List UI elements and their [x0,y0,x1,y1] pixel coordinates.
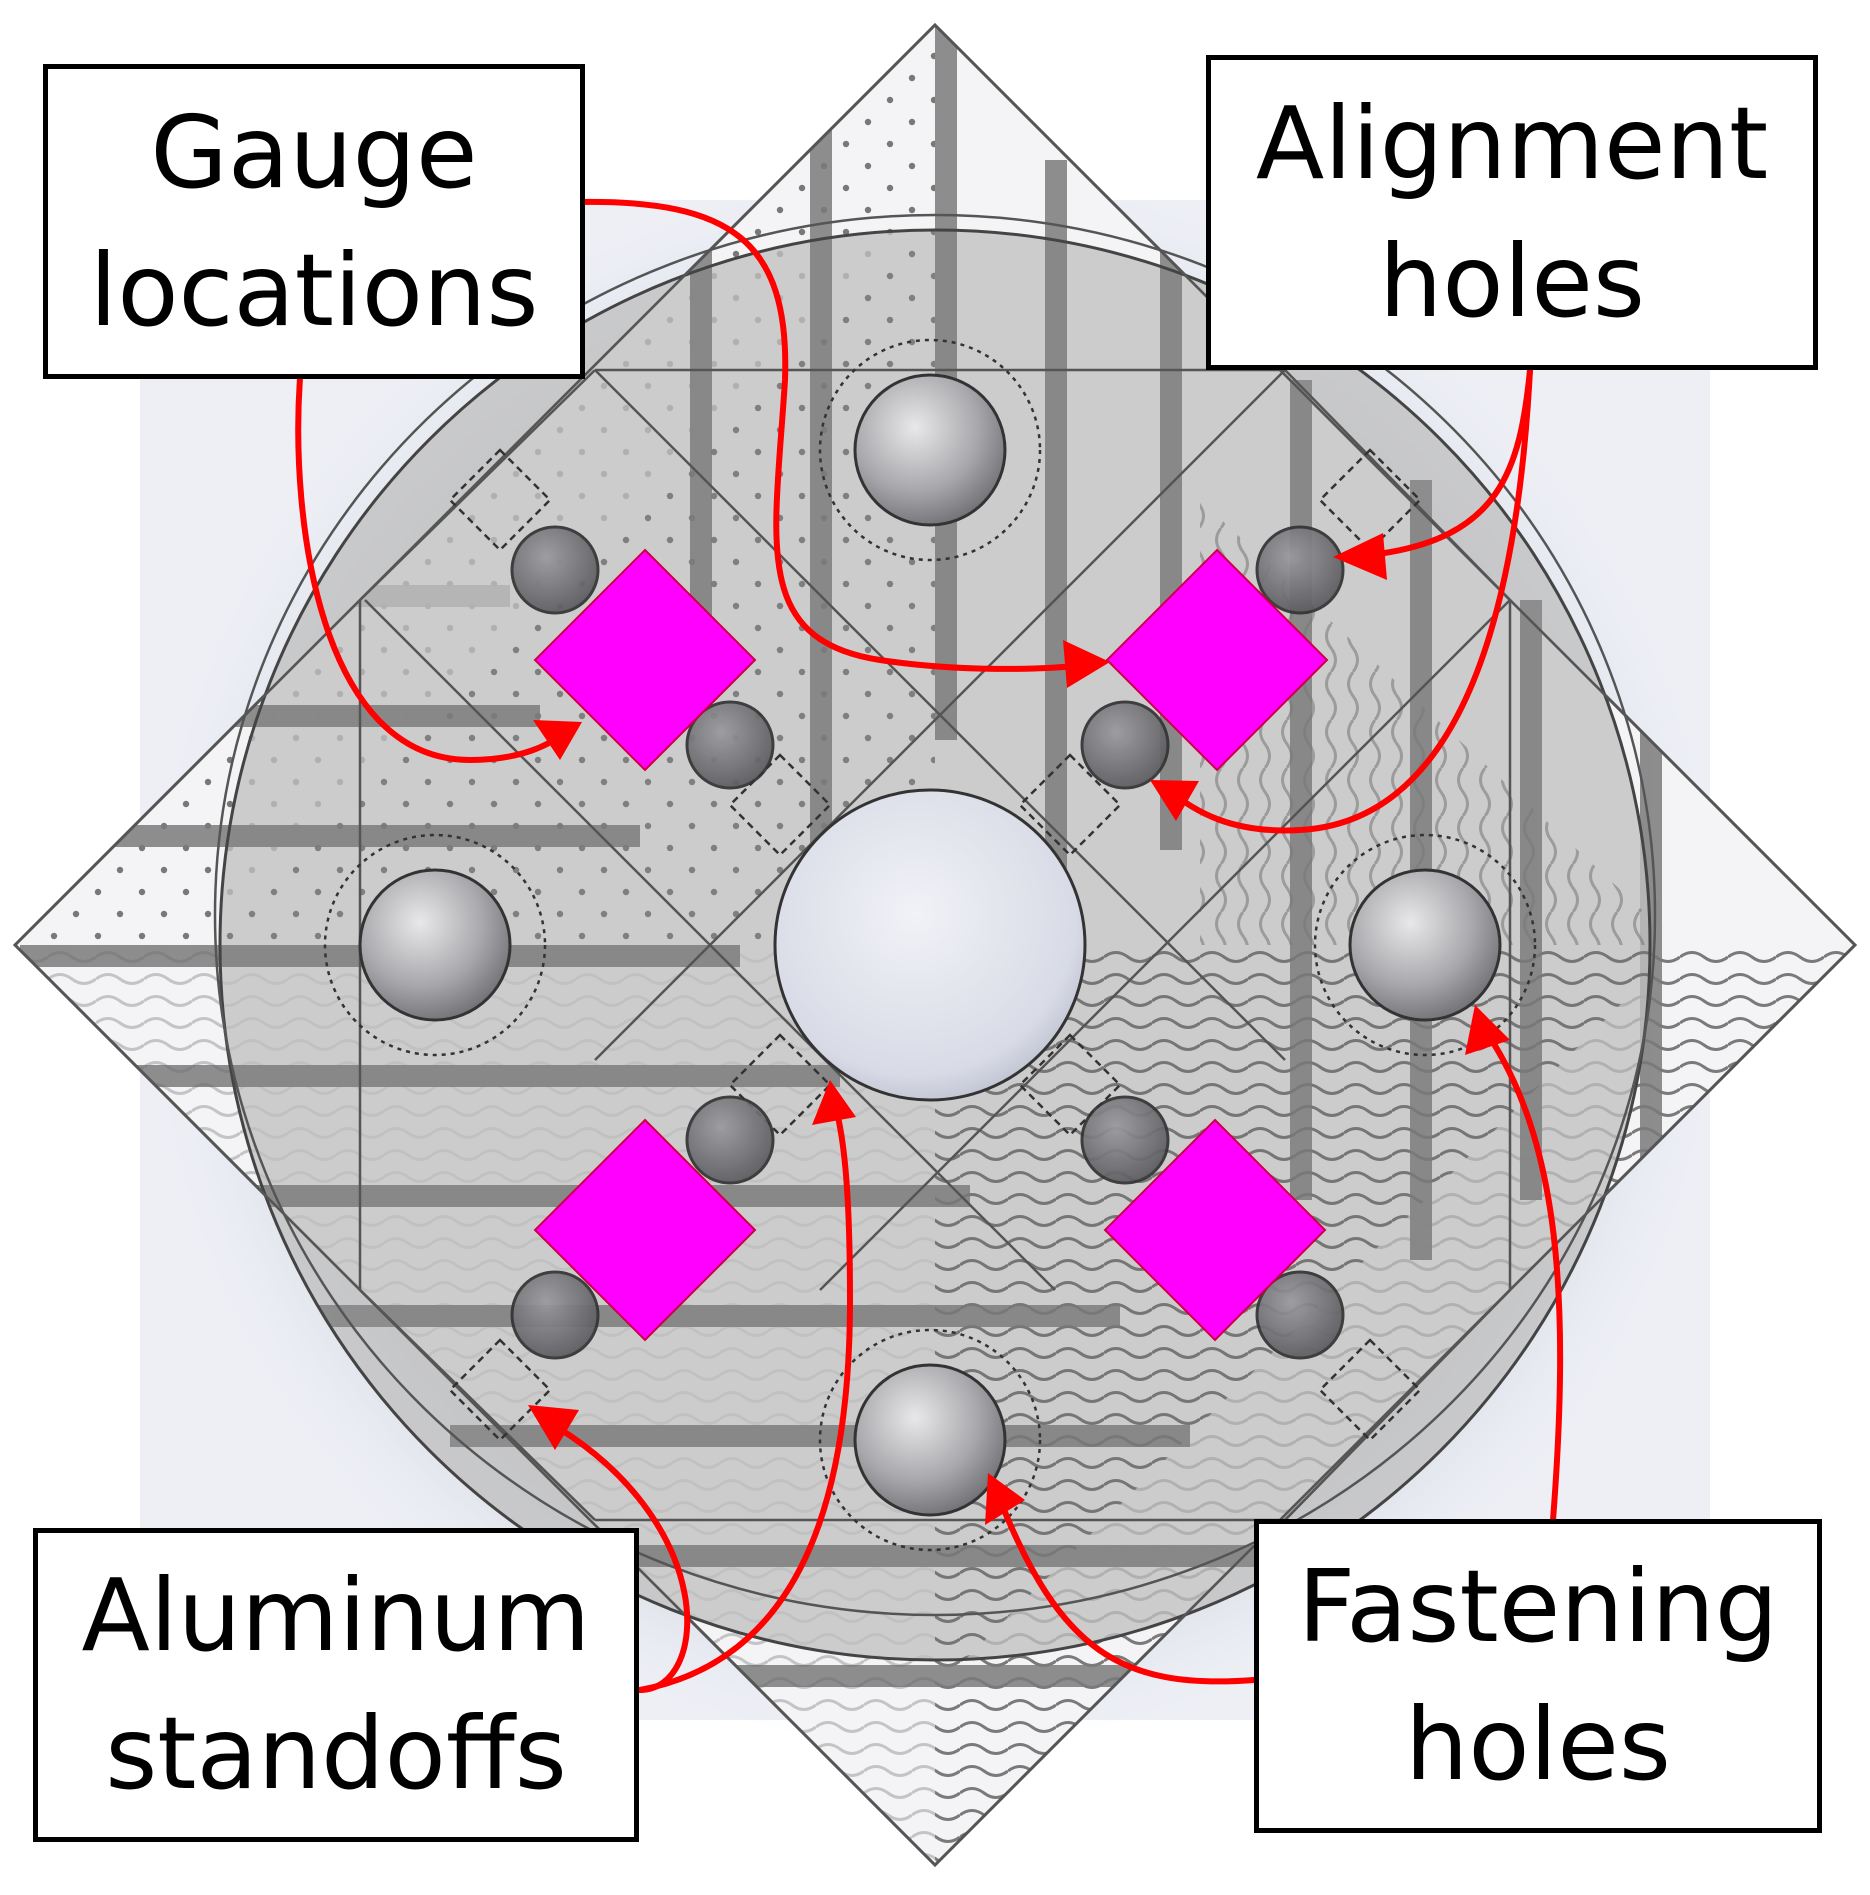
fastening-label-line1: Fastening [1297,1548,1779,1665]
gauge-pads [533,548,1329,1342]
alignment-holes [510,525,1345,1360]
gauge-pad-upper-left [533,548,757,772]
leader-arrows [295,198,1564,1693]
standoff-arrow-right [637,1102,854,1693]
aluminum-standoffs-callout: Aluminum standoffs [33,1528,639,1842]
alignment-label-line2: holes [1379,222,1645,340]
fastening-arrow-bottom [997,1497,1257,1685]
fastening-holes-callout: Fastening holes [1254,1519,1822,1833]
alignment-arrow-lower [1172,367,1533,834]
gauge-arrow-right [577,198,1088,672]
arrowheads [528,533,1510,1525]
gauge-arrow-left [295,375,568,764]
fastening-label-line2: holes [1405,1686,1671,1803]
gauge-pad-lower-right [1103,1118,1327,1342]
fastening-holes [323,338,1537,1552]
gauge-label-line2: locations [89,231,539,349]
gauge-pad-upper-right [1105,548,1329,772]
aluminum-label-line2: standoffs [105,1695,567,1812]
gauge-pad-lower-left [533,1118,757,1342]
alignment-holes-callout: Alignment holes [1206,55,1818,370]
alignment-label-line1: Alignment [1255,84,1769,202]
gauge-label-line1: Gauge [150,93,478,211]
center-hole [773,788,1087,1102]
aluminum-label-line1: Aluminum [81,1557,591,1674]
gauge-locations-callout: Gauge locations [43,64,585,379]
fastening-arrow-right [1482,1027,1564,1523]
